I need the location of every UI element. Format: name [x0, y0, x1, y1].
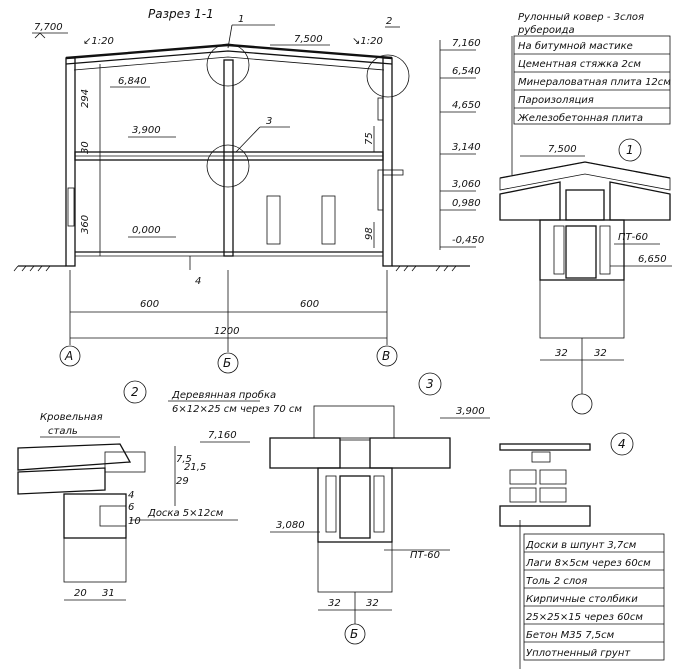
detail-3-circle: [206, 144, 250, 188]
callout-2-label: 2: [386, 16, 392, 27]
detail-4-layer-4: 25×25×15 через 60см: [526, 612, 643, 623]
height-75: 75: [364, 132, 375, 145]
level-r-6540: 6,540: [452, 66, 481, 77]
roof-layer-0a: Рулонный ковер - 3слоя: [518, 12, 644, 23]
dim-right-span: 600: [300, 299, 319, 310]
callout-4-label: 4: [195, 276, 201, 287]
detail-2-dim-31: 31: [102, 588, 115, 599]
detail-3-dim-left: 32: [328, 598, 341, 609]
detail-2-label-board: Доска 5×12см: [147, 508, 224, 519]
detail-2-label-steel2: сталь: [48, 426, 78, 437]
detail-1-number: 1: [626, 143, 634, 157]
detail-2-dim-75: 7,5: [176, 454, 192, 465]
detail-4-number: 4: [618, 437, 626, 451]
height-slab: 30: [80, 141, 91, 154]
level-r-3140: 3,140: [452, 142, 481, 153]
detail-2-dim-215: 21,5: [184, 462, 206, 473]
detail-1: 1 7,500 ПТ-60 6,650 32 32: [499, 138, 672, 415]
roof-layer-0b: рубероида: [517, 24, 575, 36]
roof-layers-table: Рулонный ковер - 3слоя рубероида На биту…: [511, 12, 671, 175]
height-upper: 294: [80, 89, 91, 108]
detail-2-number: 2: [131, 385, 139, 399]
detail-2-dim-4: 4: [128, 490, 134, 501]
level-r-7160: 7,160: [452, 38, 481, 49]
axis-a-label: А: [64, 349, 73, 363]
level-r-0450: -0,450: [452, 235, 484, 246]
detail-2-dim-6: 6: [128, 502, 134, 513]
level-ridge: 7,500: [294, 34, 323, 45]
detail-2-label-plug-size: 6×12×25 см через 70 см: [172, 404, 302, 415]
detail-3: 3 3,900 3,080 ПТ-60 32 32 Б: [269, 372, 490, 645]
detail-1-dim-left: 32: [555, 348, 568, 359]
level-attic: 6,840: [118, 76, 147, 87]
detail-2-label-plug: Деревянная пробка: [171, 389, 276, 401]
detail-2-circle: [366, 54, 410, 98]
wall-middle: [223, 59, 234, 257]
roof-line: [65, 43, 393, 60]
detail-3-level-top: 3,900: [456, 406, 485, 417]
roof-layer-3: Минераловатная плита 12см: [518, 77, 671, 88]
level-r-0980: 0,980: [452, 198, 481, 209]
roof-slope-right: ↘1:20: [352, 36, 383, 47]
detail-4-layer-6: Уплотненный грунт: [526, 648, 631, 659]
detail-4-concrete: [499, 505, 591, 527]
level-top-left: 7,700: [34, 22, 63, 33]
detail-2-dim-20: 20: [74, 588, 87, 599]
detail-2-dim-29: 29: [176, 476, 189, 487]
detail-4-layer-2: Толь 2 слоя: [526, 576, 587, 587]
detail-1-level2: 6,650: [638, 254, 667, 265]
detail-2: 2 Деревянная пробка 6×12×25 см через 70 …: [17, 380, 302, 601]
dim-left-span: 600: [140, 299, 159, 310]
roof-layer-4: Пароизоляция: [518, 95, 594, 106]
detail-1-level: 7,500: [548, 144, 577, 155]
detail-1-circle: [206, 43, 250, 87]
axis-bubble-v: [376, 345, 398, 367]
level-floor1: 0,000: [132, 225, 161, 236]
axis-bubble-b: [217, 352, 239, 374]
callout-3-label: 3: [266, 116, 272, 127]
main-section: Разрез 1-1 7,700 ↙1:20 ↘1:20 7,500 1 2 3…: [13, 7, 484, 374]
detail-3-beam-label: ПТ-60: [410, 550, 440, 561]
detail-1-beam: [539, 219, 625, 281]
level-floor2: 3,900: [132, 125, 161, 136]
detail-2-level: 7,160: [208, 430, 237, 441]
right-levels: 7,160 6,540 4,650 3,140 3,060 0,980 -0,4…: [439, 38, 484, 250]
detail-3-dim-right: 32: [366, 598, 379, 609]
wall-right: [382, 57, 393, 267]
detail-2-label-steel: Кровельная: [40, 412, 103, 423]
door-1: [266, 195, 281, 245]
level-r-3060: 3,060: [452, 179, 481, 190]
roof-slope-left: ↙1:20: [83, 36, 114, 47]
detail-1-dim-right: 32: [594, 348, 607, 359]
detail-4-layer-5: Бетон М35 7,5см: [526, 630, 615, 641]
section-title: Разрез 1-1: [148, 7, 214, 21]
axis-bubble-a: [59, 345, 81, 367]
detail-4: 4 Доски в шпунт 3,7см Лаги 8×5см через 6…: [499, 432, 665, 669]
axis-v-label: В: [382, 349, 390, 363]
wall-left: [65, 57, 76, 267]
detail-4-boards: [499, 443, 591, 451]
roof-layer-5: Железобетонная плита: [517, 112, 643, 124]
roof-layer-2: Цементная стяжка 2см: [518, 59, 641, 70]
height-98: 98: [364, 227, 375, 240]
detail-4-layer-3: Кирпичные столбики: [526, 593, 638, 605]
axis-b-label: Б: [223, 356, 231, 370]
dim-total: 1200: [214, 326, 239, 337]
callout-1-label: 1: [238, 14, 244, 25]
detail-3-level-left: 3,080: [276, 520, 305, 531]
height-lower: 360: [80, 215, 91, 234]
detail-3-number: 3: [426, 377, 434, 391]
detail-4-layer-1: Лаги 8×5см через 60см: [525, 558, 651, 569]
detail-3-axis: Б: [350, 627, 358, 641]
level-r-4650: 4,650: [452, 100, 481, 111]
detail-3-beam: [317, 467, 393, 543]
detail-4-layer-0: Доски в шпунт 3,7см: [525, 540, 637, 551]
roof-layer-1: На битумной мастике: [518, 40, 633, 52]
detail-1-beam-label: ПТ-60: [618, 232, 648, 243]
door-2: [321, 195, 336, 245]
detail-2-dim-10: 10: [128, 516, 141, 527]
